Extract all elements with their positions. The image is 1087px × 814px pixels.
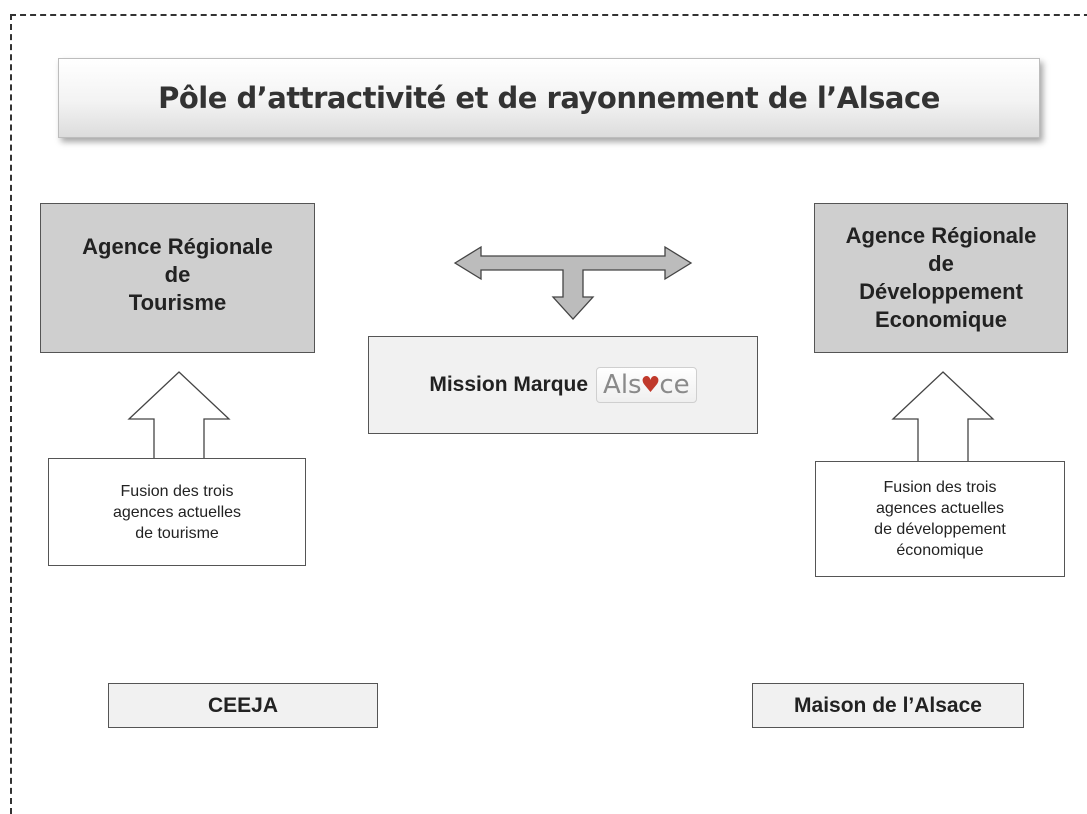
agency-tourism-line2: de: [164, 262, 191, 287]
maison-alsace-label: Maison de l’Alsace: [794, 693, 982, 717]
mission-marque-box: Mission Marque Als♥ce: [368, 336, 758, 434]
agency-development-box: Agence Régionale de Développement Econom…: [814, 203, 1068, 353]
agency-tourism-line3: Tourisme: [128, 290, 227, 315]
heart-icon: ♥: [640, 372, 661, 398]
page-title: Pôle d’attractivité et de rayonnement de…: [158, 81, 940, 115]
development-note-line4: économique: [896, 542, 984, 559]
tourism-note-line1: Fusion des trois: [120, 482, 234, 500]
agency-tourism-box: Agence Régionale de Tourisme: [40, 203, 315, 353]
development-note-line2: agences actuelles: [875, 500, 1005, 517]
development-note-line1: Fusion des trois: [883, 479, 997, 496]
maison-alsace-box: Maison de l’Alsace: [752, 683, 1024, 728]
agency-development-line3: Développement: [859, 279, 1023, 304]
logo-suffix: ce: [659, 370, 690, 400]
tourism-fusion-note: Fusion des trois agences actuelles de to…: [48, 458, 306, 566]
ceeja-label: CEEJA: [207, 693, 279, 717]
development-fusion-note: Fusion des trois agences actuelles de dé…: [815, 461, 1065, 577]
dashed-frame: [10, 14, 1087, 814]
mission-label: Mission Marque: [429, 373, 589, 396]
title-banner: Pôle d’attractivité et de rayonnement de…: [58, 58, 1040, 138]
agency-development-line4: Economique: [874, 307, 1007, 332]
up-arrow-left-icon: [127, 371, 231, 463]
up-arrow-right-icon: [891, 371, 995, 463]
alsace-logo: Als♥ce: [596, 367, 697, 403]
ceeja-box: CEEJA: [108, 683, 378, 728]
development-note-line3: de développement: [874, 521, 1006, 538]
agency-development-line2: de: [928, 251, 954, 276]
double-arrow-icon: [453, 245, 693, 320]
logo-prefix: Als: [603, 370, 642, 400]
tourism-note-line3: de tourisme: [135, 524, 219, 542]
agency-tourism-line1: Agence Régionale: [82, 234, 273, 259]
agency-development-line1: Agence Régionale: [845, 223, 1037, 248]
tourism-note-line2: agences actuelles: [112, 503, 242, 521]
